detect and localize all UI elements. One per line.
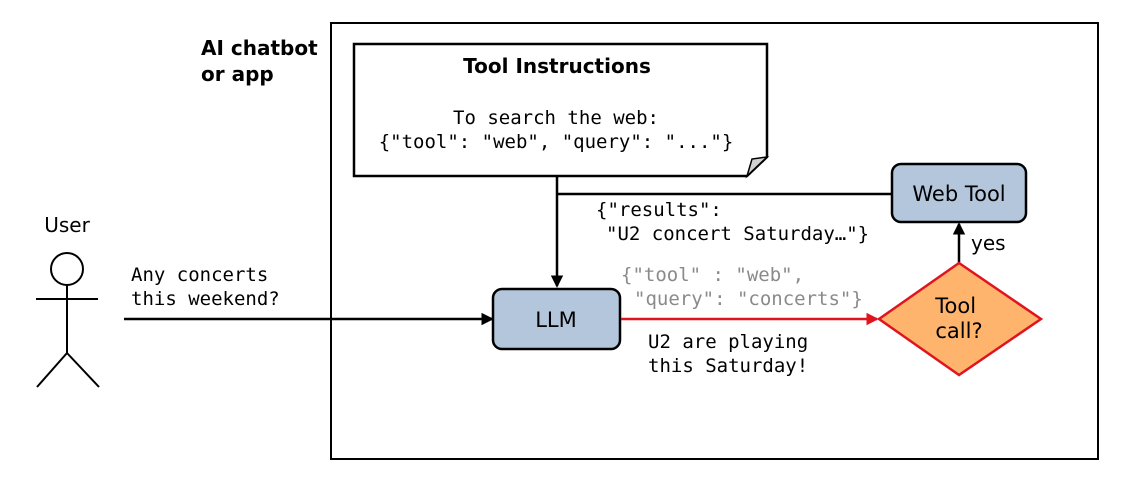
tool-call-json-line1: {"tool" : "web", [621,264,804,286]
results-json: {"results": "U2 concert Saturday…"} [596,199,869,245]
tool-call-json: {"tool" : "web", "query": "concerts"} [621,264,863,310]
results-json-line2: "U2 concert Saturday…"} [606,223,869,245]
llm-response-line1: U2 are playing [648,331,808,353]
llm-label: LLM [535,308,577,332]
tool-call-decision-diamond [876,261,1044,377]
app-boundary-label: AI chatbot or app [201,36,325,86]
app-boundary-box [330,22,1099,460]
decision-label: Tool call? [934,294,982,343]
user-message: Any concerts this weekend? [131,264,280,310]
web-tool-label: Web Tool [912,182,1005,206]
llm-response-line2: this Saturday! [648,355,808,377]
yes-label: yes [971,231,1006,255]
results-json-line1: {"results": [596,199,722,221]
tool-instructions-line2: {"tool": "web", "query": "..."} [379,131,734,153]
user-message-line1: Any concerts [131,264,268,286]
decision-label-line1: Tool [934,294,976,318]
tool-call-json-line2: "query": "concerts"} [634,288,863,310]
decision-label-line2: call? [935,319,982,343]
user-label: User [44,213,90,237]
user-message-line2: this weekend? [131,288,280,310]
llm-response: U2 are playing this Saturday! [648,331,820,377]
app-label-line2: or app [201,62,274,86]
page-curl-icon [745,155,770,179]
app-label-line1: AI chatbot [201,36,318,60]
user-stick-figure-icon [36,252,100,388]
llm-box [491,287,622,351]
tool-instructions-title: Tool Instructions [463,54,651,78]
tool-instructions-line1: To search the web: [453,107,659,129]
web-tool-box [890,162,1028,224]
